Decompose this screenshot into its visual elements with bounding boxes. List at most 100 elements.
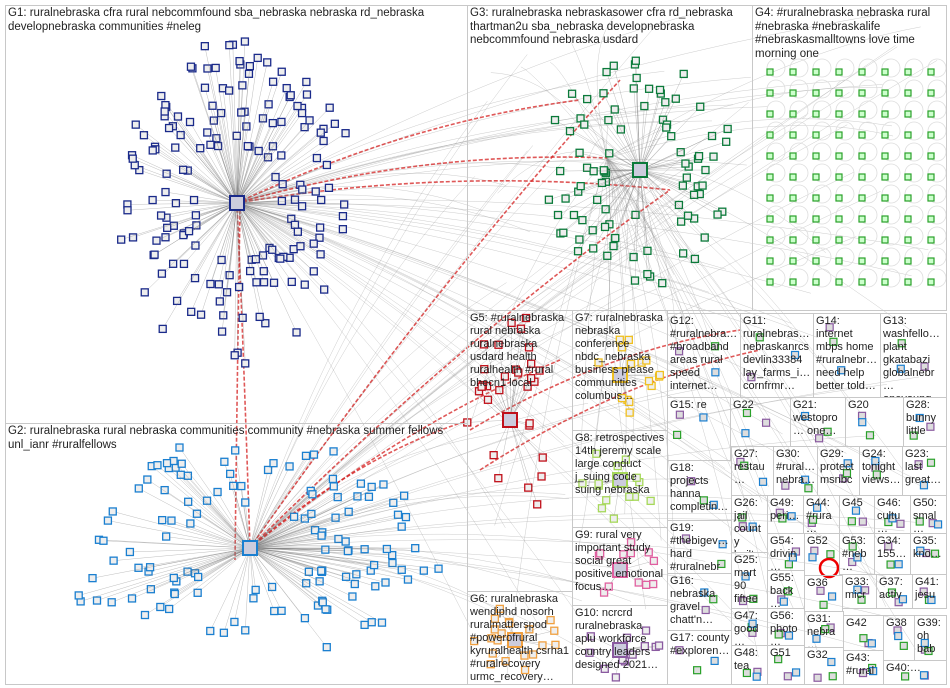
group-box-g20: G20: [845, 397, 904, 447]
self-loop: [812, 121, 832, 141]
node: [99, 536, 108, 545]
hub-node-G1: [229, 195, 245, 211]
node: [185, 117, 195, 127]
node: [766, 131, 774, 139]
node: [538, 453, 547, 462]
node: [263, 58, 272, 67]
node: [329, 447, 338, 456]
edge: [139, 169, 238, 204]
edge: [204, 46, 238, 204]
edge: [249, 455, 307, 549]
node: [740, 461, 749, 470]
self-loop: [858, 247, 878, 267]
node: [681, 159, 690, 168]
group-label: G40:…: [886, 662, 921, 674]
node: [589, 244, 598, 253]
node: [338, 225, 348, 234]
edge: [520, 66, 608, 159]
node: [829, 337, 838, 346]
node: [919, 481, 929, 490]
node: [710, 342, 720, 351]
node: [311, 187, 320, 196]
edge: [606, 87, 883, 159]
group-box-g19: G19: #thebigev… hard #ruralnebr…: [667, 520, 732, 574]
edge: [249, 547, 386, 583]
edge: [194, 202, 238, 279]
edge: [639, 169, 695, 196]
node: [309, 450, 319, 459]
self-loop: [858, 226, 878, 246]
hub-node-G2: [242, 540, 258, 556]
self-loop: [766, 58, 786, 78]
edge: [132, 202, 238, 238]
self-loop: [812, 79, 832, 99]
edge: [236, 199, 322, 204]
group-label: G53: #neb…: [842, 535, 867, 573]
node: [516, 324, 526, 333]
node: [525, 419, 534, 428]
node: [179, 259, 189, 269]
edge: [222, 88, 238, 204]
node: [399, 491, 409, 500]
node: [812, 278, 820, 286]
node: [812, 110, 820, 118]
edge: [249, 491, 566, 549]
edge: [236, 66, 251, 204]
group-box-g37: G37: activ…: [876, 574, 913, 609]
node: [851, 506, 861, 515]
node: [859, 634, 868, 643]
node: [632, 73, 641, 83]
edge: [236, 202, 301, 247]
edge: [236, 202, 281, 259]
node: [109, 556, 118, 565]
node: [643, 269, 652, 279]
edge: [249, 502, 394, 549]
node: [583, 94, 592, 104]
edge: [207, 68, 238, 204]
edge: [165, 191, 238, 204]
node: [241, 626, 250, 635]
node: [190, 273, 200, 283]
group-label: G31: nebra…: [807, 613, 836, 648]
node: [699, 413, 708, 422]
node: [586, 632, 595, 641]
node: [784, 631, 794, 640]
node: [175, 443, 184, 452]
node: [766, 173, 774, 181]
edge: [229, 45, 238, 204]
edge: [151, 465, 251, 549]
edge: [249, 547, 306, 619]
group-label: G27: restau…: [734, 448, 765, 486]
node: [177, 459, 186, 468]
edge: [236, 126, 247, 204]
node: [208, 101, 217, 110]
node: [748, 522, 757, 531]
node: [789, 131, 797, 139]
edge: [236, 120, 310, 204]
group-label: G12: #ruralnebra… #broadband areas rural…: [670, 315, 738, 392]
edge: [236, 146, 249, 204]
node: [835, 68, 843, 76]
node: [401, 512, 411, 522]
edge: [236, 104, 733, 204]
edge: [249, 529, 316, 549]
node: [191, 211, 201, 220]
edge: [148, 547, 251, 572]
node: [848, 557, 857, 567]
node: [537, 472, 546, 481]
self-loop: [858, 184, 878, 204]
edge: [197, 547, 251, 593]
node: [371, 582, 380, 591]
edge: [180, 134, 238, 204]
node: [297, 202, 307, 211]
node: [597, 178, 607, 188]
node: [264, 100, 273, 109]
node: [156, 211, 166, 220]
node: [196, 310, 206, 319]
self-loop: [812, 142, 832, 162]
node: [904, 257, 912, 265]
node: [588, 226, 597, 235]
edge: [249, 547, 322, 572]
node: [709, 595, 718, 604]
group-box-g56: G56: photo…: [767, 608, 805, 646]
